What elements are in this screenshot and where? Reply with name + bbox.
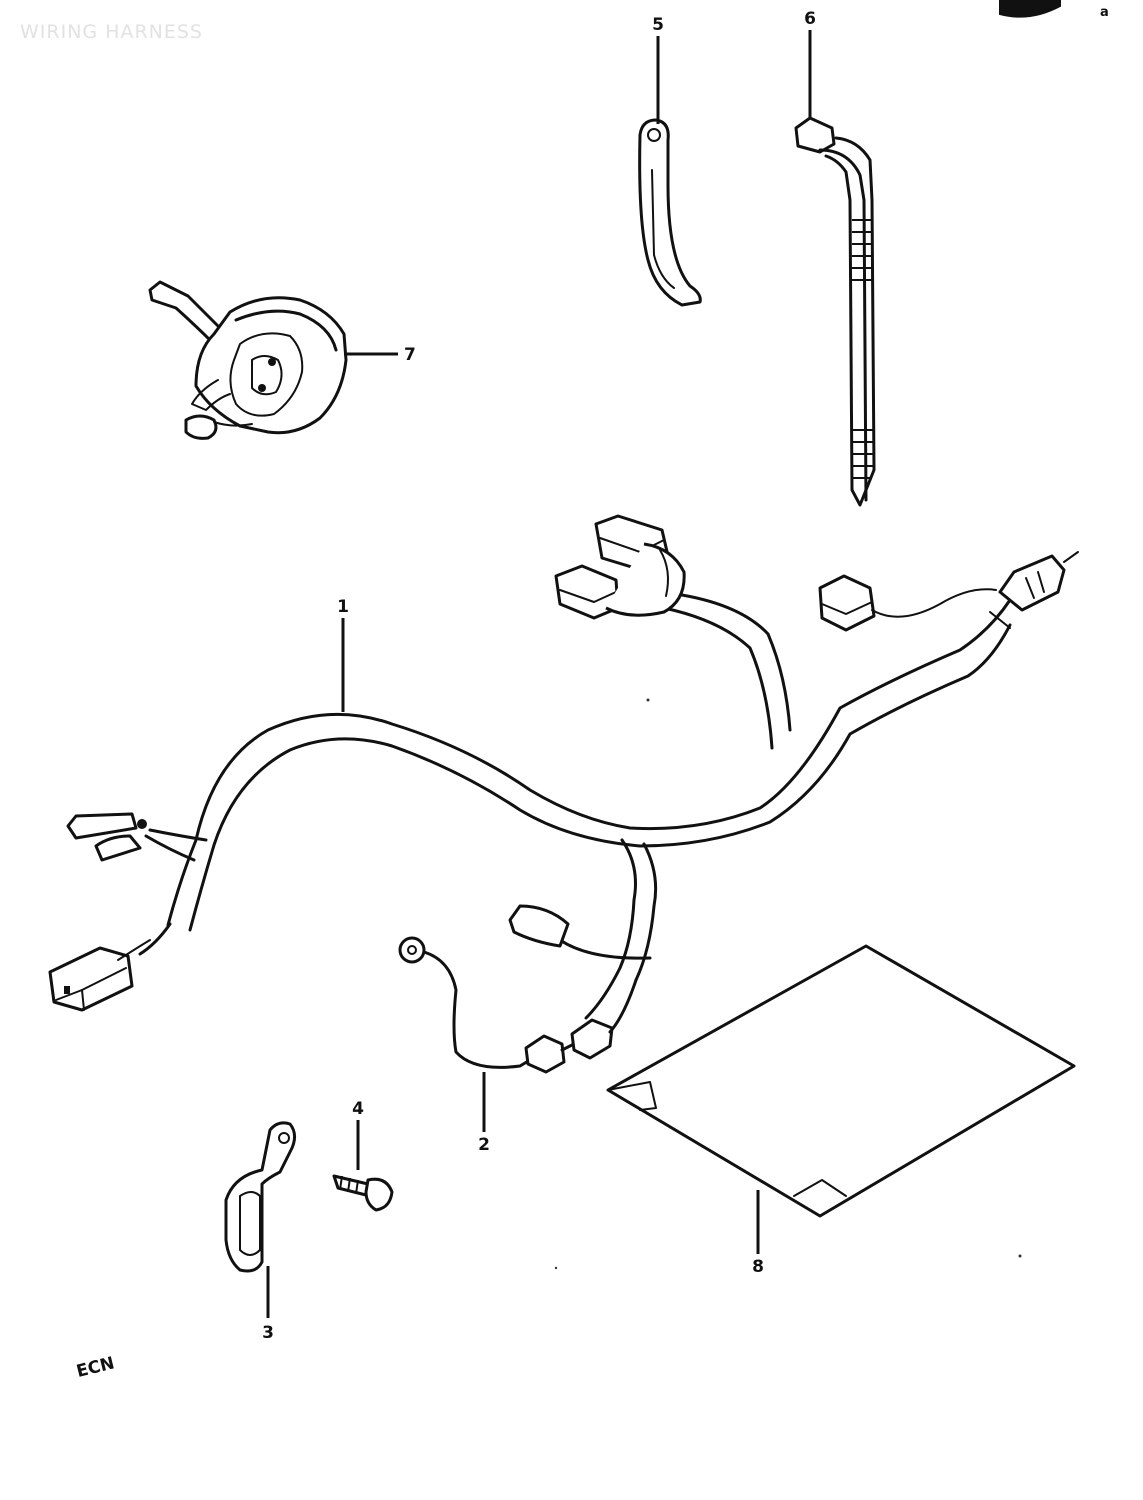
part-2-ground-lead: [398, 936, 638, 1074]
corner-mark: a: [999, 0, 1109, 20]
scan-specks: [554, 698, 1022, 1270]
callout-leaders: [266, 30, 812, 1318]
part-5-clamp: [638, 118, 702, 307]
part-1-main-harness: [48, 514, 1079, 1020]
part-3-clamp: [224, 1121, 297, 1273]
diagram-title: WIRING HARNESS: [20, 21, 203, 43]
corner-sub-mark: a: [1100, 5, 1109, 20]
callout-8: 8: [752, 1257, 764, 1277]
callout-7: 7: [404, 345, 416, 365]
part-7-relay: [148, 280, 348, 440]
callout-4: 4: [352, 1099, 364, 1119]
part-8-sheet: [606, 944, 1076, 1218]
model-code: ECN: [74, 1353, 116, 1382]
part-6-cable-tie: [794, 116, 876, 507]
callout-3: 3: [262, 1323, 274, 1343]
callout-1: 1: [337, 597, 349, 617]
callout-5: 5: [652, 15, 664, 35]
part-4-screw: [332, 1174, 394, 1212]
callout-2: 2: [478, 1135, 490, 1155]
callout-6: 6: [804, 9, 816, 29]
